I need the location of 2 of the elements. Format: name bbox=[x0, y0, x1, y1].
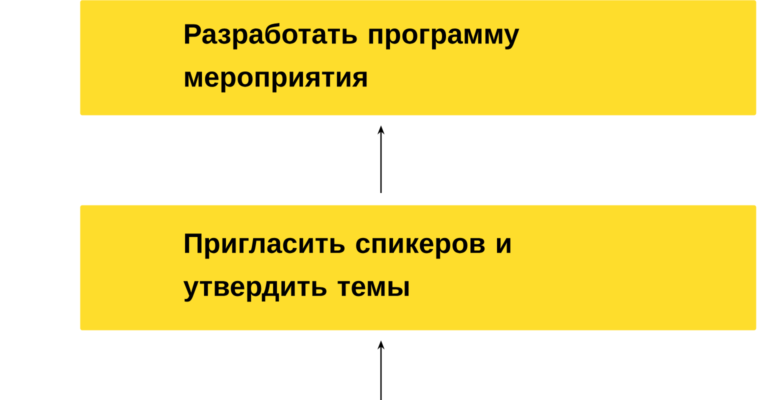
process-box: Пригласить спикеров и утвердить темы bbox=[80, 205, 756, 330]
process-box: Разработать программу мероприятия bbox=[80, 0, 756, 116]
